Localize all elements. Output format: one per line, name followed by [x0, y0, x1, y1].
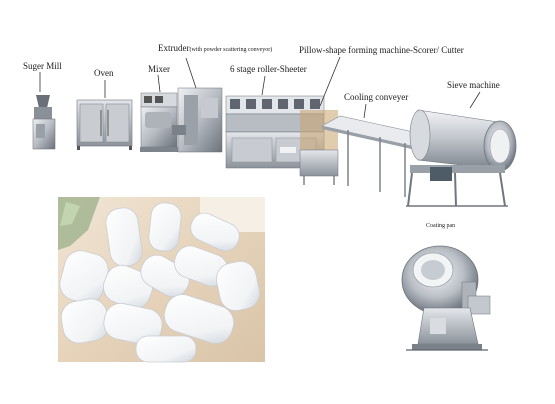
- label-sheeter: 6 stage roller-Sheeter: [230, 64, 307, 74]
- chewing-gum-photo: [58, 197, 265, 363]
- extruder-machine: [172, 57, 223, 153]
- label-oven: Oven: [94, 68, 114, 78]
- sugar-mill-machine: [32, 72, 56, 150]
- label-coating-pan: Coating pan: [426, 223, 456, 229]
- label-extruder-note: (with powder scattering conveyor): [189, 47, 273, 53]
- sheeter-machine: [225, 75, 325, 169]
- cooling-conveyor: [321, 103, 433, 197]
- label-extruder: Extruder(with powder scattering conveyor…: [158, 43, 272, 55]
- label-cooling-conveyer: Cooling conveyer: [344, 92, 409, 102]
- label-sieve-machine: Sieve machine: [447, 80, 500, 90]
- oven-machine: [76, 80, 133, 150]
- label-forming-machine: Pillow-shape forming machine-Scorer/ Cut…: [299, 45, 464, 55]
- forming-machine: [299, 56, 341, 185]
- label-sugar-mill: Suger Mill: [23, 61, 62, 71]
- coating-pan-machine: [401, 245, 491, 351]
- mixer-machine: [140, 74, 180, 152]
- sieve-machine: [406, 91, 517, 207]
- label-extruder-title: Extruder: [158, 43, 190, 53]
- label-mixer: Mixer: [148, 64, 170, 74]
